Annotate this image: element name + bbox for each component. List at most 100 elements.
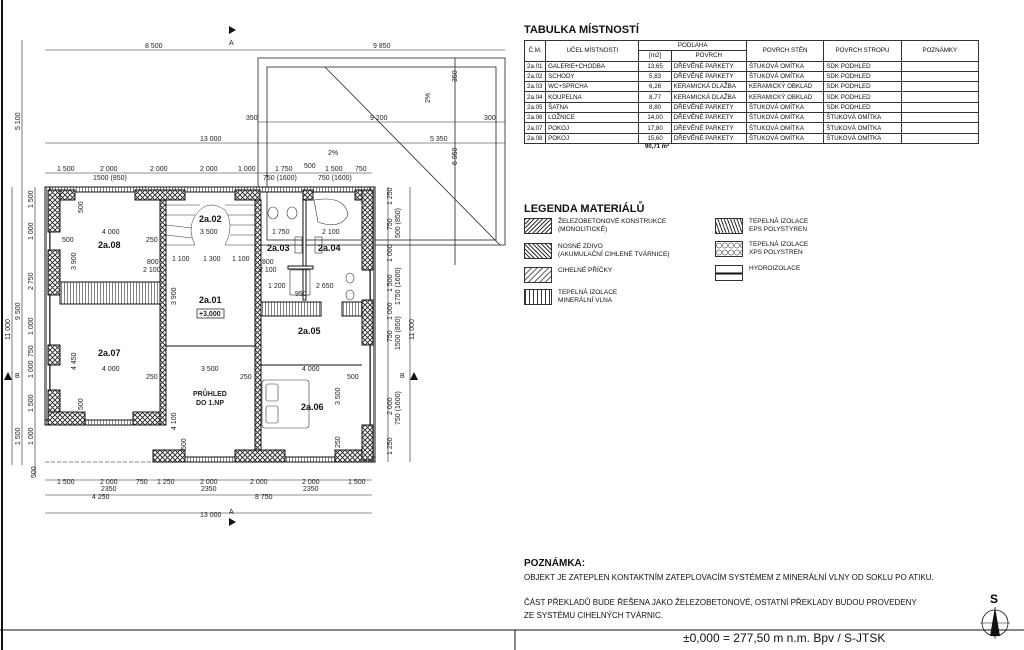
dim-inner: 3 500 xyxy=(200,229,218,236)
table-cell: POKOJ xyxy=(545,122,640,134)
dim-seg: 1 000 xyxy=(28,222,35,240)
table-cell xyxy=(900,60,980,72)
col-area: [m2] xyxy=(638,50,672,62)
col-ceiling: POVRCH STROPU xyxy=(823,40,902,62)
dim-inner: 1 750 xyxy=(272,229,290,236)
table-cell xyxy=(900,101,980,114)
dim-9850: 9 850 xyxy=(373,43,391,50)
dim-inner: 2 100 xyxy=(322,229,340,236)
dim-seg: 1 500 xyxy=(387,274,394,292)
dim-inner: 500 xyxy=(181,438,188,450)
dim-seg: 2 000 xyxy=(200,479,218,486)
dim-inner: 2 100 xyxy=(259,267,277,274)
room-label-2a06: 2a.06 xyxy=(301,402,324,412)
dim-seg: 750 xyxy=(387,218,394,230)
table-cell: 2a.08 xyxy=(523,132,547,144)
table-cell: ŠTUKOVÁ OMÍTKA xyxy=(745,132,825,144)
dim-inner: 3 900 xyxy=(171,287,178,305)
bed xyxy=(261,379,310,429)
dim-inner: 250 xyxy=(146,374,158,381)
table-cell: KERAMICKÁ DLAŽBA xyxy=(670,91,747,103)
section-marker-a-top: A xyxy=(229,26,236,47)
section-marker-a-bottom: A xyxy=(229,509,236,526)
dim-inner: 3 500 xyxy=(201,366,219,373)
table-cell: 15,60 xyxy=(638,132,672,144)
table-cell xyxy=(900,112,980,124)
dim-seg: 1 500 xyxy=(28,394,35,412)
col-cm: Č.M. xyxy=(523,40,547,62)
dim-8500: 8 500 xyxy=(145,43,163,50)
masonry-hatch-icon xyxy=(524,243,552,259)
legend-label: HYDROIZOLACE xyxy=(749,265,801,272)
table-cell: 2a.05 xyxy=(523,101,547,114)
table-cell: ŠTUKOVÁ OMÍTKA xyxy=(745,101,825,114)
legend-label: (AKUMULAČNÍ CIHLENÉ TVÁRNICE) xyxy=(558,251,670,258)
dim-inner: 4 450 xyxy=(71,352,78,370)
dim-inner: 1 100 xyxy=(232,256,250,263)
dim-inner: 500 xyxy=(347,374,359,381)
dim-sub: 500 (850) xyxy=(395,208,402,238)
table-cell: KERAMICKÁ DLAŽBA xyxy=(670,81,747,93)
dim-11000-right: 11 000 xyxy=(409,319,416,340)
room-label-2a07: 2a.07 xyxy=(98,348,121,358)
table-cell: ŠTUKOVÁ OMÍTKA xyxy=(823,112,902,124)
dim-inner: 4 000 xyxy=(102,366,120,373)
dim-seg: 500 xyxy=(31,466,38,478)
dim-inner: 2 650 xyxy=(316,283,334,290)
dim-sub: 2350 xyxy=(303,486,319,493)
eps-icon xyxy=(715,218,743,234)
top-segment-dims: 1 500 2 000 2 000 2 000 1 000 1 750 500 … xyxy=(57,163,367,182)
col-floor-surface: POVRCH xyxy=(670,50,747,62)
dim-inner: 1 200 xyxy=(268,283,286,290)
room-label-2a01: 2a.01 xyxy=(199,295,222,305)
table-cell: 2a.07 xyxy=(523,122,547,134)
table-cell: POKOJ xyxy=(545,132,640,144)
table-cell xyxy=(900,70,980,83)
legend-title: LEGENDA MATERIÁLŮ xyxy=(524,203,645,215)
dim-seg: 1 000 xyxy=(28,360,35,378)
table-cell: 14,00 xyxy=(638,112,672,124)
dim-seg: 500 xyxy=(304,163,316,170)
legend-label: EPS POLYSTYREN xyxy=(749,226,808,233)
room-schedule-table: Č.M. UČEL MÍSTNOSTI PODLAHA POVRCH STĚN … xyxy=(523,39,980,144)
dim-seg: 750 xyxy=(355,166,367,173)
dim-seg: 2 000 xyxy=(302,479,320,486)
dim-inner: 800 xyxy=(262,259,274,266)
dim-seg: 1 750 xyxy=(275,166,293,173)
table-cell: WC+SPRCHA xyxy=(545,81,640,93)
room-label-2a02: 2a.02 xyxy=(199,214,222,224)
level-mark-box xyxy=(196,308,225,319)
table-cell: ŠTUKOVÁ OMÍTKA xyxy=(823,132,902,144)
left-dims: 5 100 11 000 9 500 1 500 1 000 2 750 1 0… xyxy=(5,112,38,478)
dim-13000-bottom: 13 000 xyxy=(200,512,222,519)
dim-seg: 1 500 xyxy=(57,166,75,173)
dimension-lines xyxy=(11,40,505,514)
dim-4250: 4 250 xyxy=(92,494,110,501)
dim-seg: 1 250 xyxy=(387,437,394,455)
dim-seg: 1 000 xyxy=(238,166,256,173)
legend-label: ŽELEZOBETONOVÉ KONSTRUKCE xyxy=(558,218,667,225)
table-cell: KERAMICKÝ OBKLAD xyxy=(745,81,825,93)
dim-seg: 1 000 xyxy=(387,244,394,262)
section-marker-b-right: B xyxy=(400,372,418,380)
table-cell: ŠATNA xyxy=(545,101,640,114)
xps-icon xyxy=(715,241,743,257)
dim-inner: 2 100 xyxy=(143,267,161,274)
dim-300: 300 xyxy=(484,115,496,122)
dim-seg: 1 250 xyxy=(387,187,394,205)
col-walls: POVRCH STĚN xyxy=(745,40,825,62)
legend-label: TEPELNÁ IZOLACE xyxy=(749,241,809,248)
dim-seg: 1 500 xyxy=(28,190,35,208)
table-cell: 6,26 xyxy=(638,81,672,93)
dim-sub: 1500 (850) xyxy=(93,175,127,182)
dim-seg: 750 xyxy=(387,330,394,342)
dim-5100: 5 100 xyxy=(15,112,22,130)
dim-9200: 9 200 xyxy=(370,115,388,122)
dim-seg: 1 500 xyxy=(325,166,343,173)
legend-label: (MONOLITICKÉ) xyxy=(558,226,608,233)
dim-seg: 1 000 xyxy=(387,302,394,320)
table-cell: 2a.03 xyxy=(523,81,547,93)
